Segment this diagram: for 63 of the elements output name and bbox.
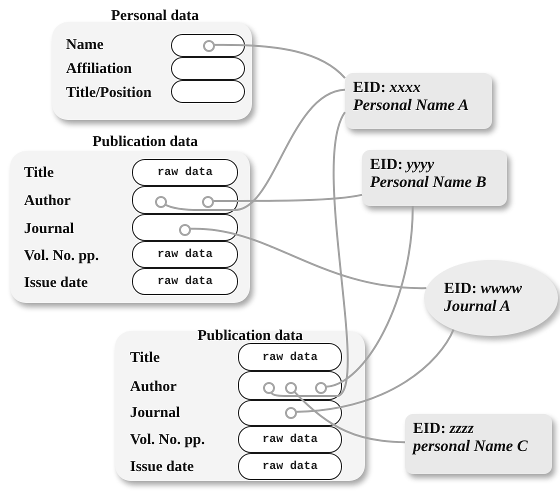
field-label: Vol. No. pp. [24, 248, 99, 264]
link-point [285, 382, 297, 394]
field-label: Affiliation [66, 60, 132, 78]
field-slot [238, 400, 342, 426]
link-point [155, 196, 167, 208]
panel-heading: Personal data [111, 8, 199, 24]
entity-id: EID: zzzz [413, 420, 475, 438]
entity-name: Journal A [444, 298, 512, 316]
field-slot [171, 57, 245, 80]
field-slot [132, 268, 238, 295]
entity-id: EID: xxxx [353, 79, 422, 97]
field-slot [238, 343, 342, 371]
entity-box [345, 73, 492, 129]
link-point [203, 40, 215, 52]
field-label: Vol. No. pp. [130, 432, 205, 448]
link-point [263, 382, 275, 394]
link-point [179, 224, 191, 236]
panel-heading: Publication data [92, 134, 198, 150]
field-label: Journal [130, 404, 180, 422]
connector-line [326, 206, 414, 388]
field-slot [132, 214, 238, 241]
entity-box [362, 150, 507, 206]
link-point [285, 407, 297, 419]
entity-id: EID: wwww [444, 280, 523, 298]
field-value: raw data [157, 275, 213, 288]
field-slot [238, 453, 342, 480]
entity-name: personal Name C [413, 438, 529, 456]
entity-box [405, 414, 552, 474]
field-slot [132, 241, 238, 268]
field-label: Title [130, 350, 160, 366]
field-value: raw data [262, 433, 318, 446]
field-value: raw data [157, 166, 213, 179]
connector-line [296, 329, 454, 413]
entity-id: EID: yyyy [370, 156, 436, 174]
connector-line [190, 228, 426, 290]
connector-line [270, 112, 349, 397]
field-slot [171, 34, 245, 57]
field-label: Name [66, 36, 104, 54]
field-label: Title [24, 164, 54, 182]
field-value: raw data [262, 460, 318, 473]
field-slot [238, 371, 342, 400]
connector-line [213, 194, 362, 202]
field-slot [132, 159, 238, 186]
field-slot [132, 186, 238, 214]
connector-line [214, 44, 346, 79]
field-label: Author [24, 192, 71, 210]
field-slot [171, 80, 245, 103]
field-slot [238, 426, 342, 453]
field-label: Issue date [130, 458, 194, 476]
field-label: Author [130, 378, 177, 396]
field-value: raw data [262, 350, 318, 364]
field-label: Title/Position [66, 84, 152, 102]
panel-heading: Publication data [198, 328, 303, 344]
link-point [202, 196, 214, 208]
entity-name: Personal Name B [370, 174, 488, 192]
connector-line [164, 88, 346, 211]
field-value: raw data [157, 248, 213, 261]
field-label: Journal [24, 220, 74, 238]
record-panel [115, 331, 365, 481]
field-label: Issue date [24, 274, 88, 292]
entity-name: Personal Name A [353, 97, 470, 115]
connector-line [293, 390, 406, 444]
link-point [315, 382, 327, 394]
